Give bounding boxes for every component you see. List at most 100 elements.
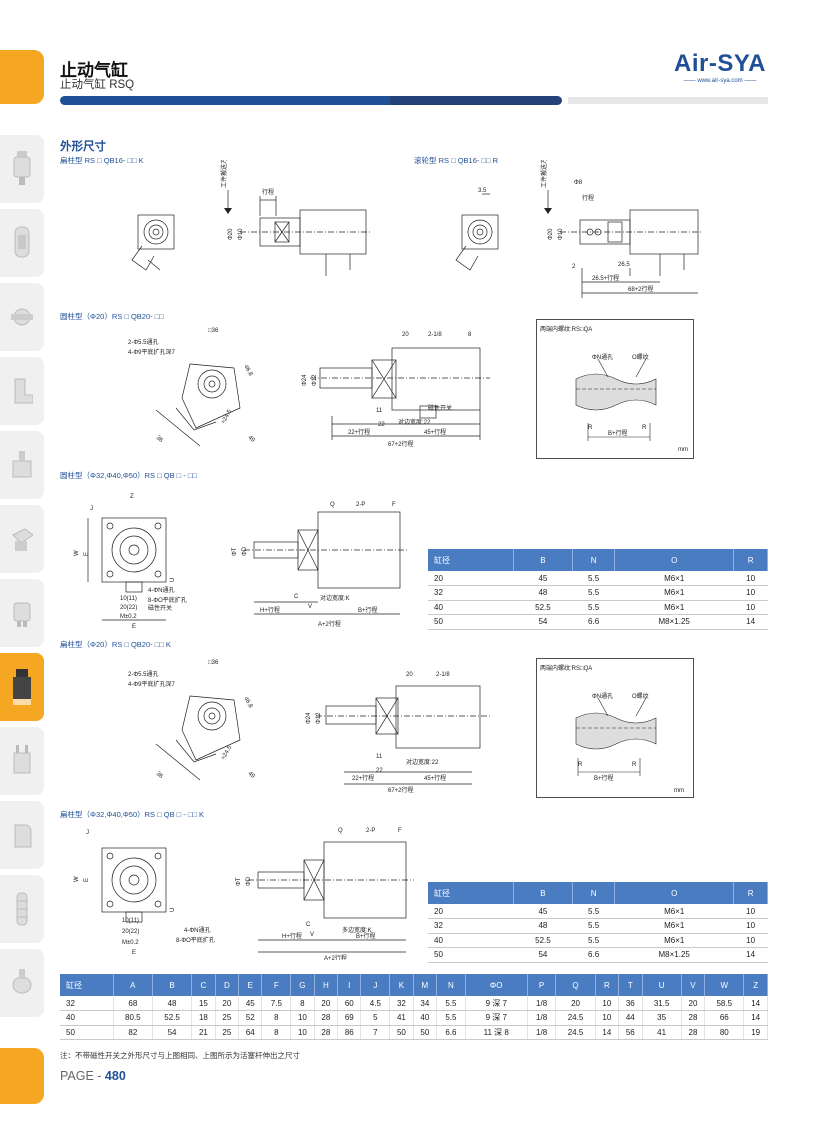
svg-text:Q: Q — [330, 502, 335, 508]
col-header: 缸径 — [428, 882, 514, 904]
svg-text:J: J — [86, 830, 89, 836]
svg-text:M±0.2: M±0.2 — [120, 614, 137, 620]
svg-text:O螺纹: O螺纹 — [632, 353, 649, 361]
accessory-icon — [12, 969, 32, 994]
silencer-icon — [16, 892, 28, 926]
table-cell: 8 — [261, 1025, 292, 1040]
svg-text:2-Φ5.5通孔: 2-Φ5.5通孔 — [128, 338, 158, 346]
svg-text:67+2行程: 67+2行程 — [388, 786, 414, 794]
filter-icon — [13, 151, 31, 185]
chapter-tab-bottom — [0, 1048, 44, 1104]
table-cell: 28 — [681, 1010, 706, 1026]
svg-text:E: E — [84, 878, 90, 882]
side-tab-silencer[interactable] — [0, 875, 44, 943]
table-cell: 50 — [60, 1025, 114, 1040]
svg-text:W: W — [74, 550, 80, 556]
table-cell: 25 — [215, 1010, 240, 1026]
table-cell: 8 — [261, 1010, 292, 1026]
table-cell: 45 — [238, 996, 263, 1011]
side-tab-gripper[interactable] — [0, 579, 44, 647]
col-header: I — [337, 974, 362, 996]
side-tab-filter[interactable] — [0, 209, 44, 277]
table-cell: 24.5 — [555, 1010, 596, 1026]
side-tab-rotary[interactable] — [0, 801, 44, 869]
page-title: 止动气缸 — [60, 61, 128, 80]
side-tab-fitting[interactable] — [0, 283, 44, 351]
svg-text:R: R — [588, 425, 593, 431]
svg-text:20(22): 20(22) — [120, 605, 137, 611]
page-number-value: 480 — [104, 1069, 126, 1083]
table-cell: 21 — [191, 1025, 216, 1040]
table-cell: 40 — [60, 1010, 114, 1026]
table-cell: 20 — [215, 996, 240, 1011]
col-header: E — [238, 974, 263, 996]
section-heading: 外形尺寸 — [60, 141, 106, 153]
side-tab-valve[interactable] — [0, 135, 44, 203]
svg-text:R: R — [642, 425, 647, 431]
svg-text:A+2行程: A+2行程 — [324, 954, 347, 960]
svg-text:R: R — [632, 762, 637, 768]
table-cell: 10 — [595, 1010, 620, 1026]
svg-text:B+行程: B+行程 — [358, 606, 378, 614]
col-header: U — [642, 974, 682, 996]
table-cell: 24.5 — [555, 1025, 596, 1040]
side-tab-accessory[interactable] — [0, 949, 44, 1017]
svg-text:M±0.2: M±0.2 — [122, 940, 139, 946]
table-cell: 10 — [290, 1025, 315, 1040]
svg-text:2-Φ5.5通孔: 2-Φ5.5通孔 — [128, 670, 158, 678]
col-header: 缸径 — [60, 974, 114, 996]
svg-text:W: W — [74, 876, 80, 882]
caption-round-32-50: 圆柱型（Φ32,Φ40,Φ50）RS □ QB □ - □□ — [60, 471, 197, 480]
svg-text:ΦD: ΦD — [246, 876, 252, 886]
table-cell: 20 — [314, 996, 339, 1011]
svg-text:ΦT: ΦT — [236, 877, 242, 886]
table-cell: 1/8 — [527, 1025, 557, 1040]
table-cell: 14 — [743, 1010, 768, 1026]
side-tab-elbow[interactable] — [0, 357, 44, 425]
col-header: N — [436, 974, 466, 996]
svg-text:Φ12: Φ12 — [316, 712, 322, 724]
svg-text:工件搬送方向: 工件搬送方向 — [220, 160, 228, 188]
side-tab-actuator[interactable] — [0, 431, 44, 499]
svg-text:22+行程: 22+行程 — [352, 774, 374, 782]
table-cell: 40 — [413, 1010, 438, 1026]
col-header: T — [618, 974, 643, 996]
svg-text:4-Φ9平底扩孔深7: 4-Φ9平底扩孔深7 — [128, 680, 175, 688]
side-tab-guide[interactable] — [0, 727, 44, 795]
svg-text:20(22): 20(22) — [122, 929, 139, 935]
svg-text:Φ24: Φ24 — [306, 712, 312, 724]
guide-cylinder-icon — [13, 745, 31, 774]
svg-text:工件搬送方向: 工件搬送方向 — [540, 160, 548, 188]
table-cell: 68 — [113, 996, 153, 1011]
table-cell: 14 — [595, 1025, 620, 1040]
svg-text:Φ20: Φ20 — [228, 228, 234, 240]
page-number: PAGE - 480 — [60, 1069, 126, 1083]
table-cell: 10 — [595, 996, 620, 1011]
svg-text:U: U — [170, 908, 176, 912]
table-cell: 66 — [704, 1010, 745, 1026]
col-header: M — [413, 974, 438, 996]
svg-text:mm: mm — [678, 447, 688, 453]
svg-text:两端内螺纹:RS□QA: 两端内螺纹:RS□QA — [540, 664, 592, 672]
svg-text:2-1/8: 2-1/8 — [436, 672, 450, 678]
svg-text:H+行程: H+行程 — [260, 606, 280, 614]
col-header: O — [614, 549, 735, 571]
footnote: 注：不带磁性开关之外形尺寸与上图相同、上图所示为活塞杆伸出之尺寸 — [60, 1051, 300, 1060]
col-header: B — [513, 549, 573, 571]
side-tab-slide[interactable] — [0, 505, 44, 573]
side-tab-stopper-cylinder[interactable] — [0, 653, 44, 721]
svg-text:行程: 行程 — [582, 194, 594, 202]
col-header: R — [595, 974, 620, 996]
svg-text:B+行程: B+行程 — [356, 932, 376, 940]
elbow-icon — [14, 378, 33, 404]
table-cell: 34 — [413, 996, 438, 1011]
svg-text:8: 8 — [468, 332, 472, 338]
col-header: J — [360, 974, 391, 996]
table-cell: 25 — [215, 1025, 240, 1040]
header-bar-primary — [60, 96, 390, 105]
